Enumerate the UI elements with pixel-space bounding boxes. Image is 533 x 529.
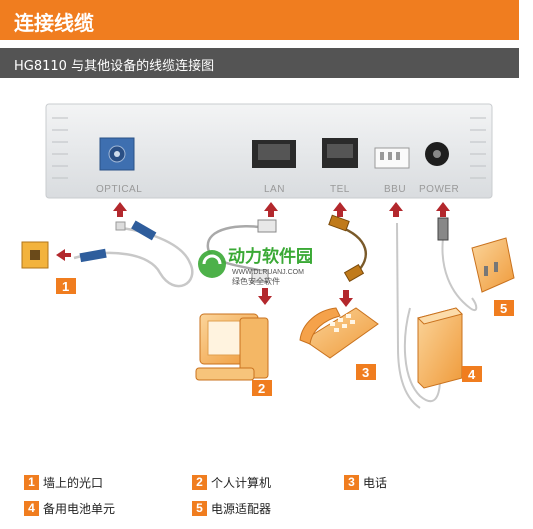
battery-unit-icon [417,307,463,389]
connection-diagram: OPTICAL LAN TEL BBU POWER [21,103,515,409]
legend-number: 1 [24,474,39,490]
legend: 1 墙上的光口 2 个人计算机 3 电话 4 备用电池单元 5 电源适配器 [0,468,533,528]
arrow-wall-icon [56,249,71,261]
legend-number: 3 [344,474,359,490]
port-label-power: POWER [419,184,459,195]
arrow-phone-icon [339,290,353,307]
badge-5: 5 [494,300,514,316]
tel-cable [328,214,367,283]
port-label-bbu: BBU [384,184,406,195]
legend-item-wall-port: 1 墙上的光口 [24,472,103,492]
svg-text:3: 3 [362,365,369,380]
legend-number: 2 [192,474,207,490]
svg-text:2: 2 [258,381,265,396]
lan-port [252,140,296,168]
legend-number: 5 [192,500,207,516]
legend-label: 墙上的光口 [43,475,104,490]
port-label-tel: TEL [330,184,350,195]
bbu-port [374,147,410,169]
bbu-cable [396,222,441,409]
telephone-icon [299,307,379,359]
legend-label: 个人计算机 [211,475,272,490]
legend-label: 备用电池单元 [43,501,116,516]
legend-label: 电话 [363,475,388,490]
arrows-up [113,202,450,217]
watermark-brand: 动力软件园 [228,246,313,267]
badge-2: 2 [252,380,272,396]
arrow-bbu-icon [389,202,403,217]
arrows-down [258,288,353,307]
optical-port [99,137,135,171]
legend-item-pc: 2 个人计算机 [192,472,271,492]
page-title: 连接线缆 [14,11,94,35]
svg-text:5: 5 [500,301,507,316]
svg-text:4: 4 [468,367,476,382]
arrow-lan-icon [264,202,278,217]
port-label-lan: LAN [264,184,285,195]
legend-number: 4 [24,500,39,516]
badge-3: 3 [356,364,376,380]
arrow-optical-icon [113,202,127,217]
watermark-tagline: 绿色安全软件 [232,276,280,286]
subheader-bar: HG8110 与其他设备的线缆连接图 [0,48,519,78]
legend-item-phone: 3 电话 [344,472,387,492]
wall-optical-socket [21,241,71,269]
legend-item-power-adapter: 5 电源适配器 [192,498,271,518]
port-label-optical: OPTICAL [96,184,142,195]
fiber-cable [73,220,194,288]
watermark-url: WWW.DLRUANJ.COM [232,269,304,276]
svg-text:1: 1 [62,279,69,294]
badge-1: 1 [56,278,76,294]
tel-port [322,138,358,168]
watermark: 动力软件园 WWW.DLRUANJ.COM 绿色安全软件 [198,246,313,286]
arrow-tel-icon [333,202,347,217]
badge-4: 4 [462,366,482,382]
arrow-power-icon [436,202,450,217]
ont-device: OPTICAL LAN TEL BBU POWER [45,103,493,199]
legend-item-battery: 4 备用电池单元 [24,498,115,518]
computer-icon [195,313,269,381]
power-cable [437,217,478,312]
section-title: HG8110 与其他设备的线缆连接图 [14,59,215,74]
power-port [425,142,449,166]
header-bar: 连接线缆 [0,0,519,40]
power-adapter-icon [471,237,515,293]
legend-label: 电源适配器 [211,501,272,516]
arrow-pc-icon [258,288,272,305]
